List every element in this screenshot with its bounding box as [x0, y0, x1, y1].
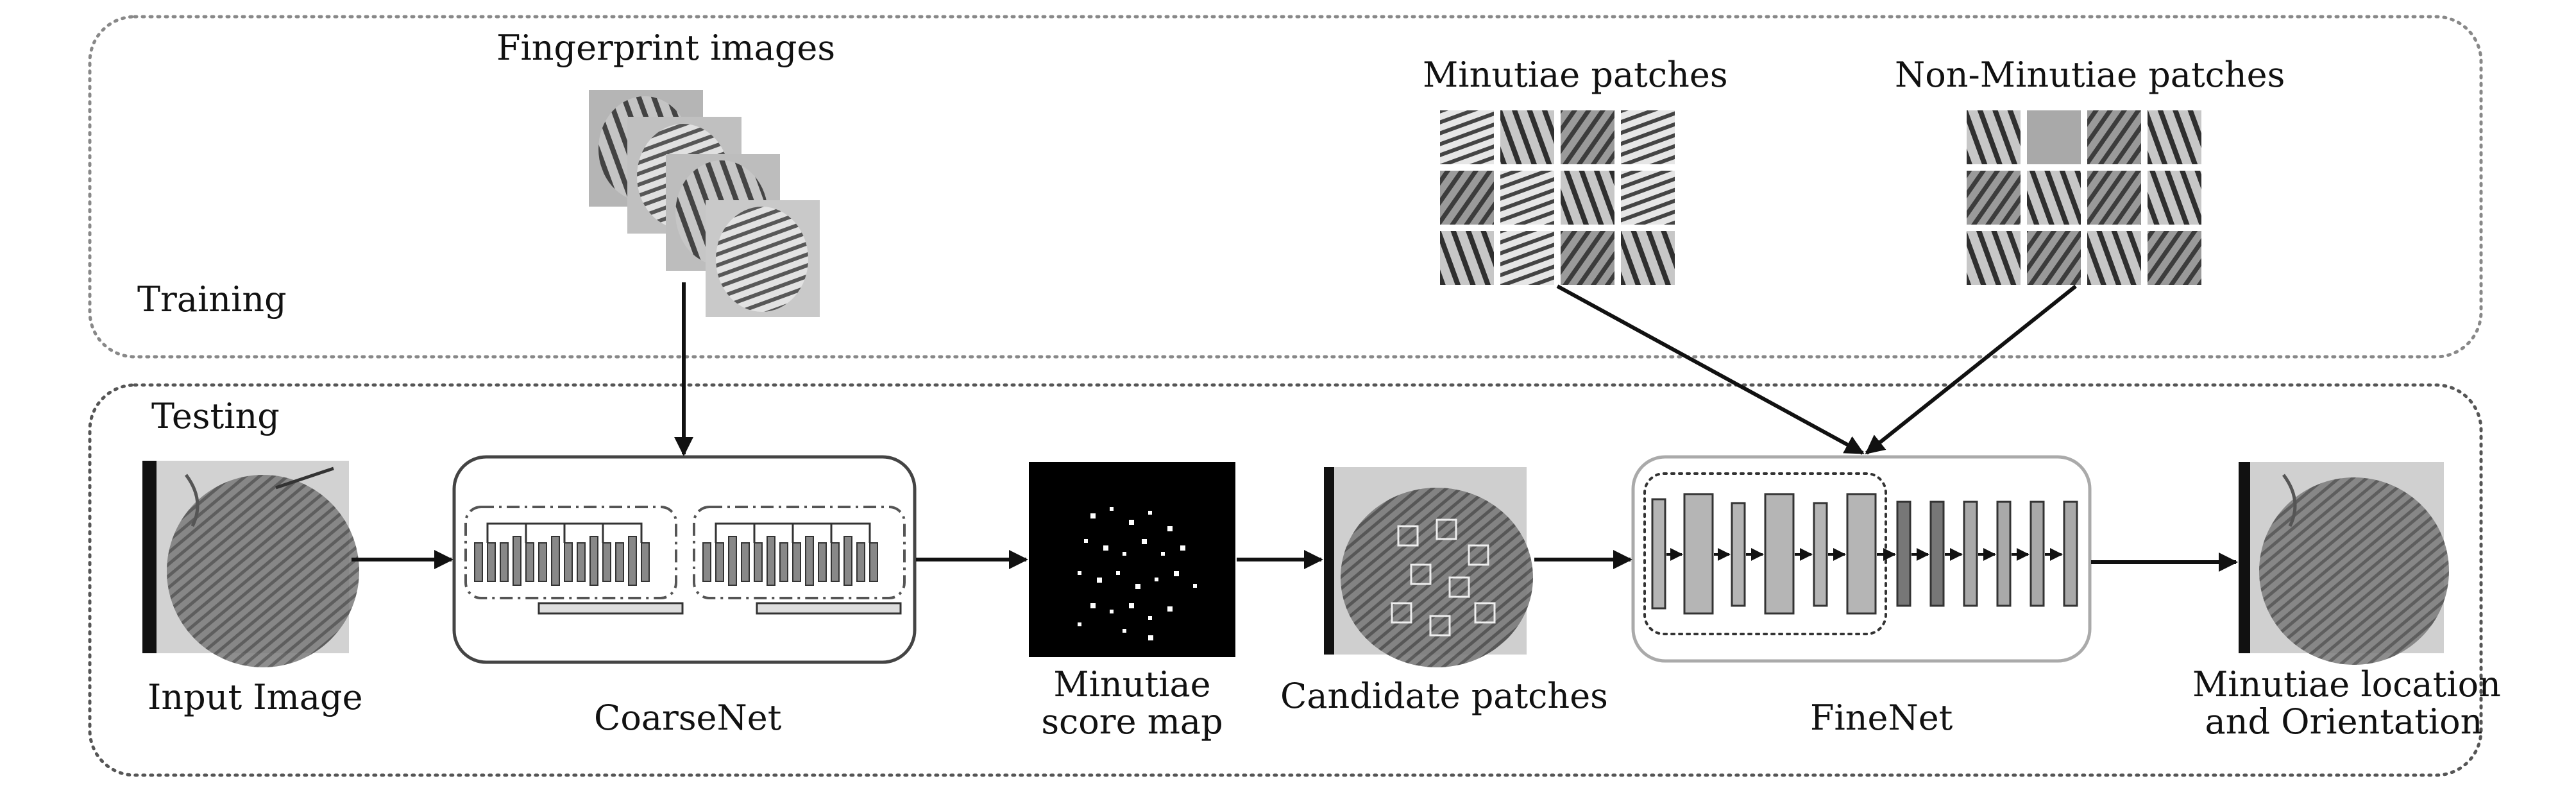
minutiae-patches-label: Minutiae patches	[1423, 55, 1728, 95]
input-image	[142, 461, 359, 667]
coarsenet-label: CoarseNet	[594, 698, 782, 738]
output-label-line2: and Orientation	[2205, 701, 2483, 742]
non-minutiae-patches-label: Non-Minutiae patches	[1895, 55, 2285, 95]
minutiae-score-map	[1029, 462, 1235, 657]
arrow-non-minutiae-patches-to-finenet	[1865, 284, 2077, 455]
coarsenet-box	[452, 455, 917, 664]
finenet-box	[1631, 455, 2092, 663]
arrow-minutiae-patches-to-finenet	[1556, 284, 1865, 455]
output-label-line1: Minutiae location	[2192, 664, 2501, 705]
testing-label: Testing	[151, 396, 280, 436]
candidate-patches-label: Candidate patches	[1280, 676, 1608, 716]
finenet-label: FineNet	[1810, 698, 1953, 738]
testing-panel	[88, 383, 2483, 777]
output-image	[2239, 462, 2449, 665]
fingerprint-images-stack	[589, 90, 820, 317]
minutiae-patches-grid	[1440, 110, 1675, 285]
non-minutiae-patches-grid	[1967, 110, 2201, 285]
score-map-label-line2: score map	[1041, 701, 1223, 742]
fingerprint-images-label: Fingerprint images	[496, 28, 836, 68]
candidate-patches-image	[1324, 467, 1533, 667]
training-label: Training	[137, 279, 287, 320]
training-panel	[88, 15, 2483, 359]
input-image-label: Input Image	[148, 677, 363, 717]
score-map-label-line1: Minutiae	[1053, 664, 1211, 705]
